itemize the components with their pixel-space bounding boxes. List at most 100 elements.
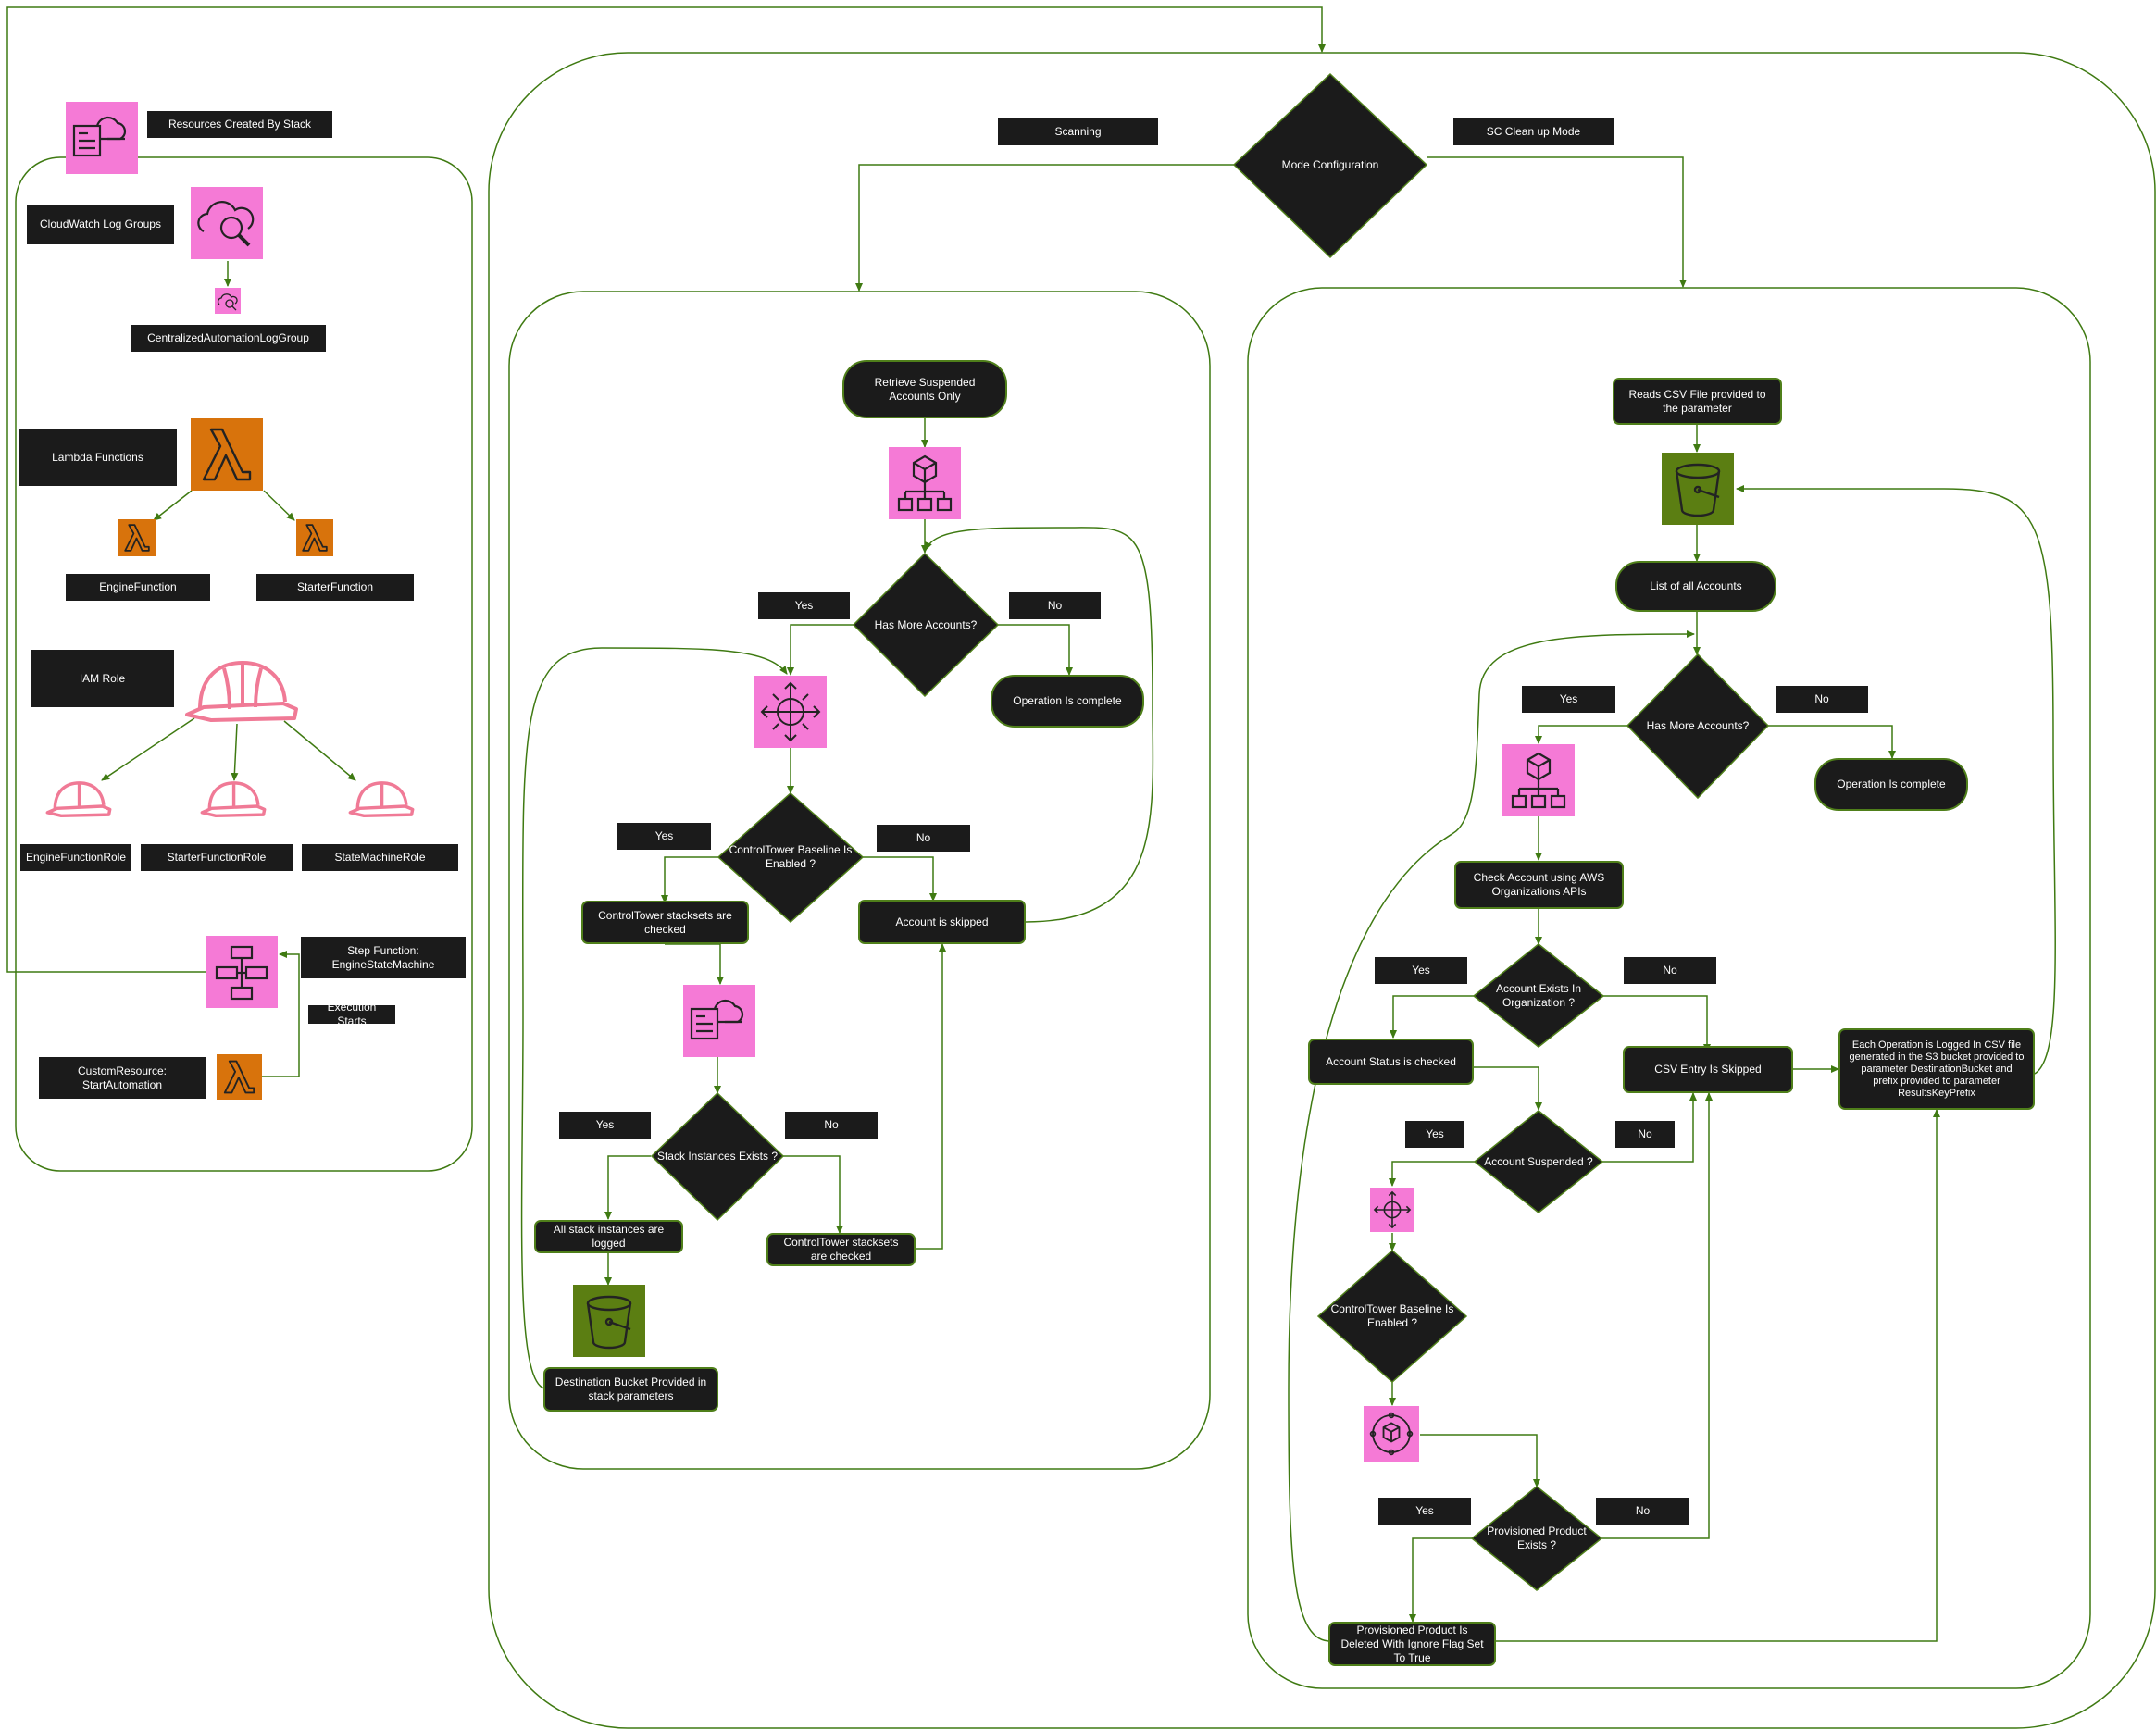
iam-section-title: IAM Role: [31, 650, 174, 707]
s3-bucket-scan-icon: [573, 1285, 645, 1357]
suspended-no-label: No: [1615, 1121, 1675, 1148]
execution-starts-label: Execution Starts: [308, 1001, 395, 1027]
product-deleted: Provisioned Product Is Deleted With Igno…: [1328, 1622, 1496, 1666]
cleanup-operation-complete: Operation Is complete: [1814, 758, 1968, 811]
lambda-starter-icon: [296, 519, 333, 556]
destination-bucket: Destination Bucket Provided in stack par…: [543, 1367, 718, 1412]
arrow-instances-to-checked2: [783, 1155, 843, 1234]
list-of-all-accounts: List of all Accounts: [1615, 561, 1776, 612]
resources-created-header: Resources Created By Stack: [147, 111, 332, 138]
stack-instances-logged: All stack instances are logged: [534, 1220, 683, 1253]
arrow-suspended-to-ct: [1389, 1161, 1476, 1187]
arrow-baseline-to-checked: [661, 856, 720, 903]
decision-cleanup-baseline-enabled: [1316, 1249, 1468, 1384]
arrow-more-to-complete: [998, 624, 1073, 676]
arrow-step-to-mode: [6, 6, 1326, 973]
arrow-baseline-to-skipped: [862, 856, 937, 902]
custom-resource-lambda-icon: [217, 1054, 262, 1100]
loop-skipped-to-more: [925, 527, 1154, 923]
arrow-product-to-deleted: [1409, 1537, 1472, 1623]
cloudformation-stack-icon: [66, 102, 138, 174]
scan-more-yes-label: Yes: [758, 592, 850, 619]
scan-baseline-yes-label: Yes: [617, 823, 711, 850]
arrow-checked2-to-skipped: [891, 943, 946, 1250]
cleanup-container: [1247, 287, 2091, 1689]
iam-role-icon: [183, 657, 300, 724]
decision-account-exists: [1472, 943, 1605, 1048]
product-no-label: No: [1596, 1498, 1689, 1525]
cloudwatch-section-title: CloudWatch Log Groups: [27, 205, 174, 244]
scanning-container: [508, 291, 1211, 1470]
engine-function-role-label: EngineFunctionRole: [20, 844, 131, 871]
decision-scan-baseline-enabled: [717, 791, 865, 924]
arrow-more-to-org: [1535, 725, 1627, 744]
scan-account-skipped: Account is skipped: [858, 900, 1026, 944]
decision-account-suspended: [1473, 1110, 1604, 1213]
arrow-iam-to-engine-role: [101, 717, 195, 781]
arrow-lambda-to-starter: [263, 490, 295, 521]
arrow-more-to-complete2: [1768, 725, 1896, 759]
arrow-deleted-to-logged: [1496, 1109, 1940, 1642]
lambda-engine-icon: [118, 519, 156, 556]
scanning-mode-label: Scanning: [998, 118, 1158, 145]
scan-stacksets-checked: ControlTower stacksets are checked: [581, 901, 749, 944]
scan-baseline-no-label: No: [877, 825, 970, 852]
left-panel-container: [15, 156, 473, 1172]
loop-deleted-to-more: [1288, 630, 1695, 1642]
arrow-iam-to-starter-role: [231, 723, 239, 781]
product-yes-label: Yes: [1378, 1498, 1471, 1525]
account-status-checked: Account Status is checked: [1308, 1039, 1474, 1085]
decision-cleanup-has-more-accounts: [1626, 653, 1770, 800]
scan-stacksets-checked-2: ControlTower stacksets are checked: [766, 1233, 916, 1266]
control-tower-cleanup-icon: [1370, 1188, 1414, 1232]
cleanup-more-yes-label: Yes: [1522, 686, 1615, 713]
arrow-product-to-skipped: [1601, 1092, 1713, 1539]
scan-more-no-label: No: [1009, 592, 1101, 619]
service-catalog-icon: [1364, 1406, 1419, 1462]
arrow-mode-to-cleanup: [1427, 156, 1687, 288]
csv-entry-skipped: CSV Entry Is Skipped: [1623, 1046, 1793, 1093]
exists-yes-label: Yes: [1375, 957, 1467, 984]
centralized-log-group-label: CentralizedAutomationLogGroup: [131, 325, 326, 352]
arrow-mode-to-scanning: [855, 164, 1237, 292]
arrow-exists-to-skipped: [1601, 995, 1711, 1052]
starter-function-label: StarterFunction: [256, 574, 414, 601]
scan-operation-complete: Operation Is complete: [991, 675, 1144, 728]
arrow-iam-to-statemachine-role: [283, 720, 356, 781]
cloudwatch-icon: [191, 187, 263, 259]
arrow-status-to-suspended: [1474, 1066, 1542, 1111]
organizations-icon: [889, 447, 961, 519]
loop-destination-to-ct: [520, 647, 788, 1389]
retrieve-suspended-accounts: Retrieve Suspended Accounts Only: [842, 360, 1007, 418]
organizations-cleanup-icon: [1502, 744, 1575, 816]
arrow-checked-to-stack: [665, 943, 724, 985]
arrow-lambda-to-engine: [153, 490, 193, 521]
iam-statemachine-role-icon: [348, 779, 415, 818]
control-tower-icon: [754, 676, 827, 748]
arrow-exists-to-status: [1390, 995, 1474, 1039]
step-function-label: Step Function: EngineStateMachine: [301, 937, 466, 978]
arrow-suspended-to-skipped: [1602, 1092, 1697, 1163]
decision-mode-configuration: [1232, 72, 1428, 259]
instances-no-label: No: [785, 1112, 878, 1139]
arrow-sc-to-product: [1420, 1434, 1540, 1487]
check-account-org-apis: Check Account using AWS Organizations AP…: [1454, 861, 1624, 909]
iam-starter-role-icon: [200, 779, 267, 818]
decision-scan-has-more-accounts: [852, 552, 1000, 698]
state-machine-role-label: StateMachineRole: [302, 844, 458, 871]
lambda-section-title: Lambda Functions: [19, 429, 177, 486]
reads-csv-file: Reads CSV File provided to the parameter: [1613, 378, 1782, 425]
decision-product-exists: [1470, 1486, 1603, 1591]
main-container: [488, 52, 2156, 1729]
cloudformation-stack-scan-icon: [683, 985, 755, 1057]
lambda-icon: [191, 418, 263, 491]
step-functions-icon: [206, 936, 278, 1008]
custom-resource-label: CustomResource: StartAutomation: [39, 1057, 206, 1099]
cleanup-more-no-label: No: [1776, 686, 1868, 713]
cloudwatch-log-group-icon: [215, 288, 241, 314]
arrow-more-to-ct: [787, 624, 861, 676]
instances-yes-label: Yes: [559, 1112, 651, 1139]
exists-no-label: No: [1624, 957, 1716, 984]
loop-logged-to-s3: [1736, 485, 2056, 1075]
